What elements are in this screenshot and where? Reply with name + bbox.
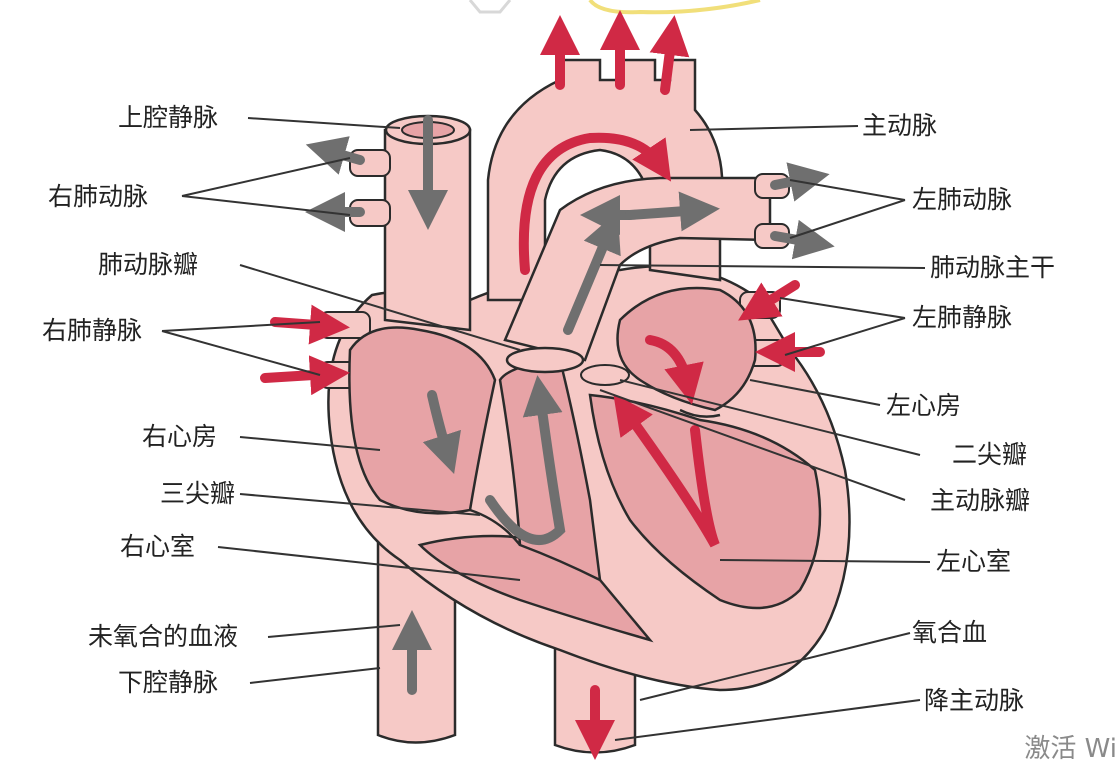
label-pulmonary-valve: 肺动脉瓣 <box>98 252 198 277</box>
label-right-atrium: 右心房 <box>142 424 217 449</box>
right-atrium-chamber <box>349 328 495 514</box>
heart-body <box>320 60 850 753</box>
aorta-outlet-arrow-3 <box>665 35 672 90</box>
label-left-ventricle: 左心室 <box>936 549 1011 574</box>
label-oxygenated-blood: 氧合血 <box>912 620 987 645</box>
label-right-pulmonary-veins: 右肺静脉 <box>42 318 142 343</box>
label-pulmonary-trunk: 肺动脉主干 <box>930 255 1055 280</box>
label-aorta: 主动脉 <box>862 113 937 138</box>
label-left-pulmonary-veins: 左肺静脉 <box>912 305 1012 330</box>
label-left-atrium: 左心房 <box>886 393 961 418</box>
activation-watermark: 激活 Wi <box>1024 728 1117 765</box>
label-deoxygenated-blood: 未氧合的血液 <box>88 624 238 649</box>
label-right-ventricle: 右心室 <box>120 534 195 559</box>
right-pv-lower-arrow <box>265 374 330 378</box>
label-mitral-valve: 二尖瓣 <box>952 442 1027 467</box>
label-superior-vena-cava: 上腔静脉 <box>118 105 218 130</box>
label-inferior-vena-cava: 下腔静脉 <box>118 670 218 695</box>
label-descending-aorta: 降主动脉 <box>924 688 1024 713</box>
left-pa-upper-arrow <box>775 178 810 185</box>
label-right-pulmonary-artery: 右肺动脉 <box>48 184 148 209</box>
label-left-pulmonary-artery: 左肺动脉 <box>912 187 1012 212</box>
label-aortic-valve: 主动脉瓣 <box>930 488 1030 513</box>
label-tricuspid-valve: 三尖瓣 <box>160 481 235 506</box>
pulmonary-branch-right-arrow <box>630 210 700 215</box>
